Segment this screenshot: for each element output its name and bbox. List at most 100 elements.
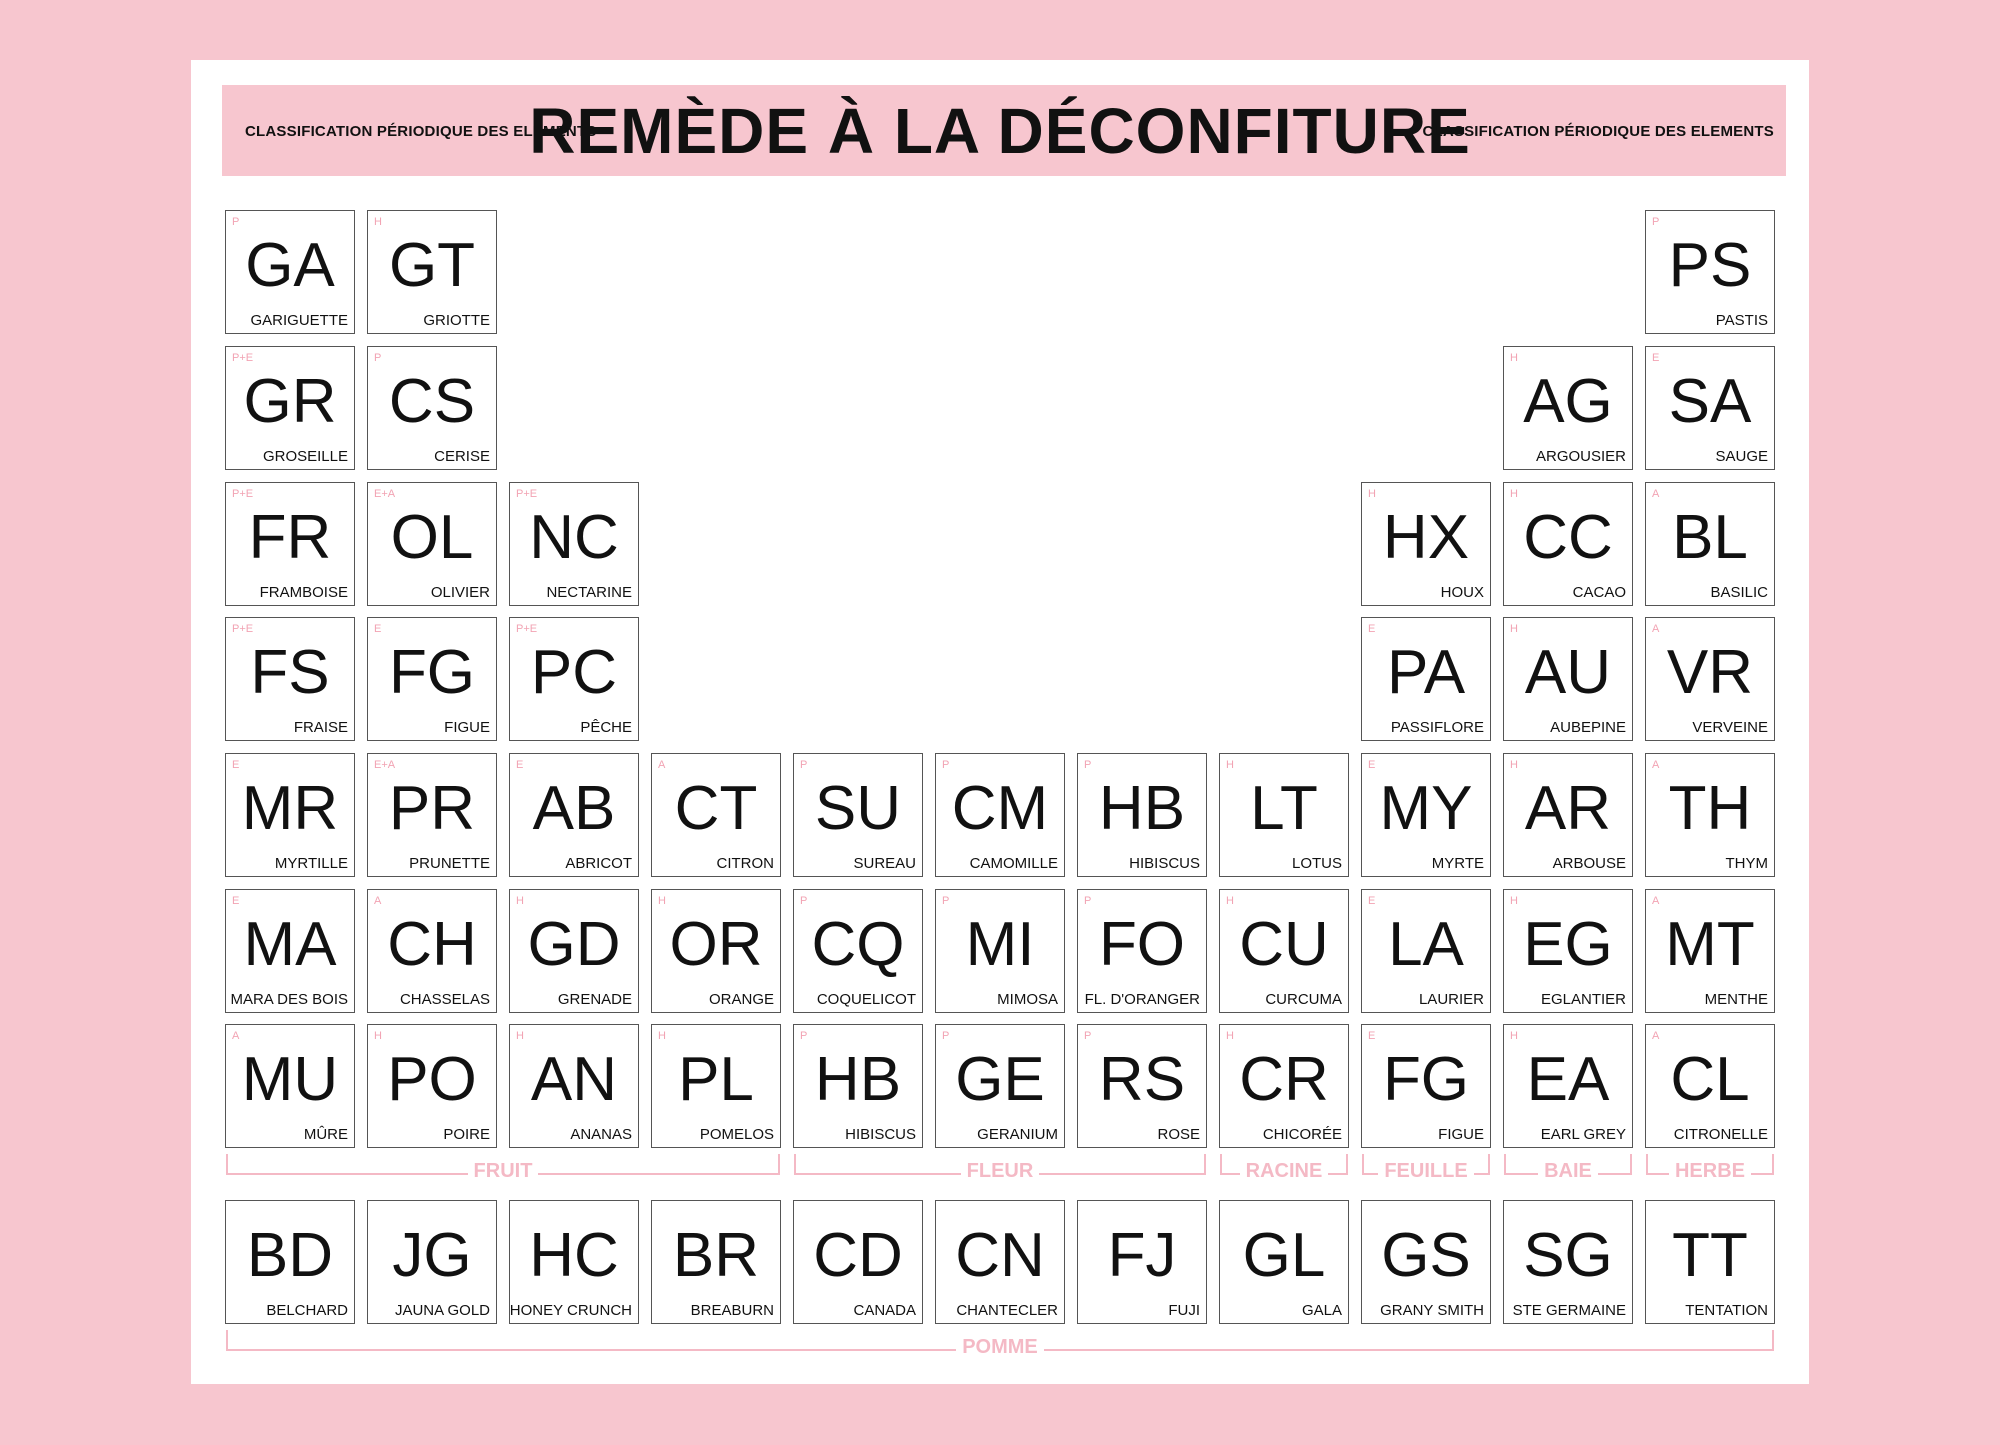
element-symbol: PA xyxy=(1386,638,1466,707)
element-tag: E xyxy=(232,759,240,771)
element-tag: P xyxy=(232,216,240,228)
element-tag: H xyxy=(1226,1030,1234,1042)
element-cell: GL GALA xyxy=(1219,1200,1349,1324)
element-tag: P+E xyxy=(516,623,538,635)
element-name: CACAO xyxy=(1572,584,1626,601)
element-tag: A xyxy=(1652,623,1660,635)
element-name: ABRICOT xyxy=(565,855,632,872)
element-symbol: GA xyxy=(245,231,335,300)
element-symbol: EG xyxy=(1523,910,1613,979)
element-symbol: AB xyxy=(532,774,616,843)
element-symbol: SA xyxy=(1668,367,1752,436)
element-name: GROSEILLE xyxy=(262,448,348,465)
element-symbol: MA xyxy=(243,910,337,979)
element-symbol: AR xyxy=(1524,774,1612,843)
element-symbol: OR xyxy=(669,910,763,979)
element-name: HONEY CRUNCH xyxy=(509,1302,632,1319)
element-name: JAUNA GOLD xyxy=(394,1302,490,1319)
element-name: THYM xyxy=(1725,855,1769,872)
element-tag: H xyxy=(1226,759,1234,771)
element-name: CHASSELAS xyxy=(399,991,490,1008)
element-tag: P xyxy=(1084,1030,1092,1042)
page-title: REMÈDE À LA DÉCONFITURE xyxy=(529,95,1471,167)
element-symbol: BR xyxy=(672,1221,760,1290)
element-tag: A xyxy=(658,759,666,771)
element-symbol: HB xyxy=(814,1045,902,1114)
element-name: FRAISE xyxy=(293,719,348,736)
category-label: FRUIT xyxy=(226,1159,780,1183)
element-name: HIBISCUS xyxy=(845,1126,916,1143)
element-symbol: AU xyxy=(1524,638,1612,707)
element-name: MIMOSA xyxy=(997,991,1058,1008)
element-cell: FJ FUJI xyxy=(1077,1200,1207,1324)
category-label: FLEUR xyxy=(794,1159,1206,1183)
element-symbol: TH xyxy=(1668,774,1752,843)
element-name: ANANAS xyxy=(570,1126,632,1143)
element-tag: A xyxy=(374,895,382,907)
element-name: MENTHE xyxy=(1704,991,1768,1008)
element-symbol: VR xyxy=(1666,638,1754,707)
element-name: ARGOUSIER xyxy=(1535,448,1626,465)
element-symbol: CT xyxy=(674,774,758,843)
element-name: COQUELICOT xyxy=(816,991,916,1008)
element-symbol: MU xyxy=(241,1045,339,1114)
element-name: AUBEPINE xyxy=(1550,719,1626,736)
element-tag: A xyxy=(1652,759,1660,771)
element-tag: P xyxy=(1084,759,1092,771)
element-name: GARIGUETTE xyxy=(250,312,348,329)
element-symbol: OL xyxy=(390,503,474,572)
element-name: HOUX xyxy=(1440,584,1484,601)
element-name: NECTARINE xyxy=(546,584,632,601)
element-tag: P+E xyxy=(232,488,254,500)
element-symbol: GR xyxy=(243,367,337,436)
category-label: BAIE xyxy=(1504,1159,1632,1183)
element-symbol: FJ xyxy=(1107,1221,1177,1290)
element-name: STE GERMAINE xyxy=(1512,1302,1626,1319)
element-name: BASILIC xyxy=(1710,584,1768,601)
element-symbol: FR xyxy=(248,503,332,572)
element-tag: E+A xyxy=(374,488,396,500)
element-name: FUJI xyxy=(1168,1302,1200,1319)
element-symbol: LT xyxy=(1250,774,1318,843)
element-name: ARBOUSE xyxy=(1552,855,1626,872)
element-name: FIGUE xyxy=(1438,1126,1484,1143)
element-name: MARA DES BOIS xyxy=(230,991,348,1008)
element-name: GALA xyxy=(1301,1302,1342,1319)
element-name: PASSIFLORE xyxy=(1390,719,1484,736)
element-name: PASTIS xyxy=(1715,312,1768,329)
element-name: CHANTECLER xyxy=(956,1302,1058,1319)
element-tag: H xyxy=(516,1030,524,1042)
element-name: ROSE xyxy=(1157,1126,1200,1143)
element-tag: H xyxy=(658,895,666,907)
element-symbol: NC xyxy=(529,503,619,572)
element-symbol: GL xyxy=(1242,1221,1326,1290)
element-symbol: GT xyxy=(388,231,476,300)
element-tag: E xyxy=(374,623,382,635)
element-symbol: GE xyxy=(955,1045,1045,1114)
element-symbol: MR xyxy=(241,774,339,843)
